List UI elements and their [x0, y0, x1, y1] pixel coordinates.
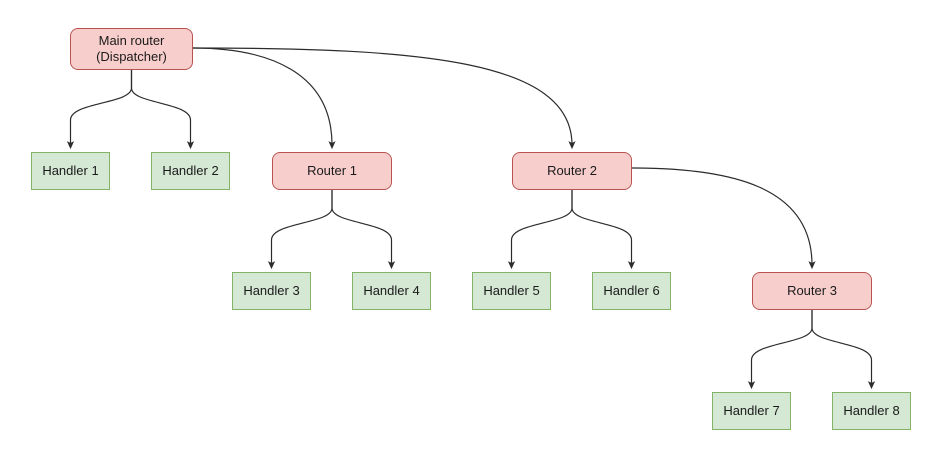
edge-router-1-to-handler-3 — [267, 190, 333, 270]
node-router-2[interactable]: Router 2 — [512, 152, 632, 190]
node-handler-3[interactable]: Handler 3 — [232, 272, 311, 310]
node-handler-4[interactable]: Handler 4 — [352, 272, 431, 310]
edge-router-1-to-handler-4 — [331, 190, 396, 270]
node-handler-6[interactable]: Handler 6 — [592, 272, 671, 310]
node-label-primary: Handler 6 — [603, 283, 660, 298]
node-handler-5[interactable]: Handler 5 — [472, 272, 551, 310]
edge-main-router-to-router-2 — [192, 47, 576, 150]
node-label-primary: Handler 4 — [363, 283, 420, 298]
edge-router-2-to-handler-5 — [507, 190, 573, 270]
node-label-secondary: (Dispatcher) — [96, 49, 167, 64]
node-label-primary: Router 1 — [307, 163, 357, 178]
node-label-primary: Handler 8 — [843, 403, 900, 418]
edge-paths — [66, 47, 876, 390]
node-handler-2[interactable]: Handler 2 — [151, 152, 230, 190]
edge-router-2-to-router-3 — [631, 167, 816, 270]
node-label-primary: Router 2 — [547, 163, 597, 178]
edge-router-2-to-handler-6 — [571, 190, 636, 270]
node-router-3[interactable]: Router 3 — [752, 272, 872, 310]
node-label-primary: Handler 7 — [723, 403, 780, 418]
edge-router-3-to-handler-8 — [811, 310, 876, 390]
node-handler-1[interactable]: Handler 1 — [31, 152, 110, 190]
node-label-primary: Handler 2 — [162, 163, 219, 178]
edge-router-3-to-handler-7 — [747, 310, 813, 390]
node-main-router[interactable]: Main router(Dispatcher) — [70, 28, 193, 70]
node-label-primary: Router 3 — [787, 283, 837, 298]
node-label-primary: Main router — [98, 33, 165, 48]
node-router-1[interactable]: Router 1 — [272, 152, 392, 190]
node-handler-7[interactable]: Handler 7 — [712, 392, 791, 430]
node-label-primary: Handler 5 — [483, 283, 540, 298]
node-label-primary: Handler 3 — [243, 283, 300, 298]
edge-main-router-to-router-1 — [192, 47, 336, 150]
node-label-primary: Handler 1 — [42, 163, 99, 178]
edge-main-router-to-handler-1 — [66, 70, 133, 150]
edge-main-router-to-handler-2 — [130, 70, 195, 150]
node-handler-8[interactable]: Handler 8 — [832, 392, 911, 430]
